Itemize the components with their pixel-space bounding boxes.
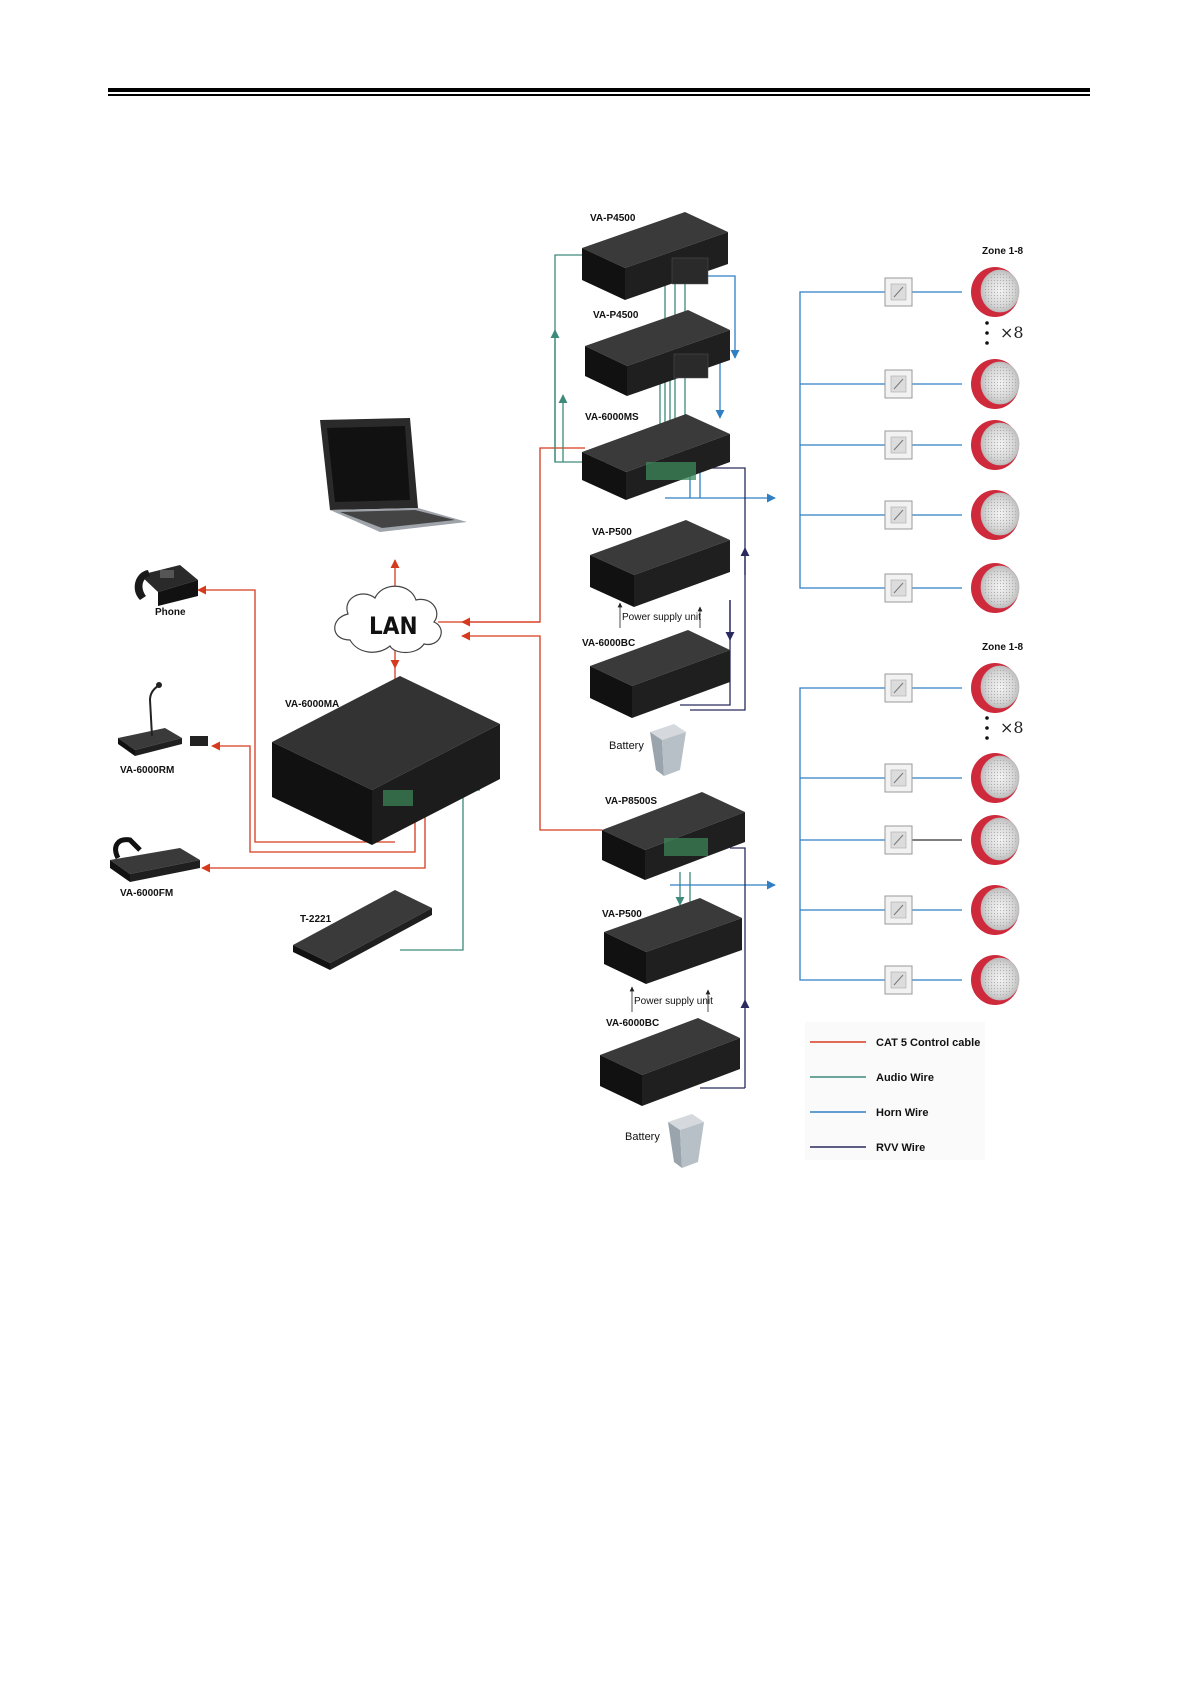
volume-control xyxy=(885,896,912,924)
label-phone: Phone xyxy=(155,607,186,618)
horn-wires xyxy=(665,276,962,980)
ceiling-speaker xyxy=(971,359,1019,409)
ceiling-speaker xyxy=(971,563,1019,613)
volume-control xyxy=(885,278,912,306)
volume-control xyxy=(885,764,912,792)
wires xyxy=(198,255,962,1088)
ceiling-speaker xyxy=(971,490,1019,540)
legend-label: CAT 5 Control cable xyxy=(876,1037,980,1049)
volume-control xyxy=(885,674,912,702)
device-va-p500-b: VA-P500 xyxy=(602,898,742,984)
battery-label-a: Battery xyxy=(609,740,644,752)
legend-label: Horn Wire xyxy=(876,1107,928,1119)
zone-multiplier-top: ×8 xyxy=(1000,323,1024,342)
zone-dots-bottom xyxy=(985,716,989,740)
label-va-p8500s: VA-P8500S xyxy=(605,796,657,807)
label-va-6000bc-b: VA-6000BC xyxy=(606,1018,659,1029)
ceiling-speaker xyxy=(971,753,1019,803)
volume-control xyxy=(885,966,912,994)
lan-label: LAN xyxy=(369,612,418,640)
device-va-p500-a: VA-P500 xyxy=(590,520,730,607)
volume-control xyxy=(885,574,912,602)
device-va-p4500-a: VA-P4500 xyxy=(582,212,728,300)
zone-label-bottom: Zone 1-8 xyxy=(982,642,1024,653)
laptop xyxy=(320,418,467,532)
phone: Phone xyxy=(135,565,198,618)
legend-label: Audio Wire xyxy=(876,1072,934,1084)
label-va-p4500-b: VA-P4500 xyxy=(593,310,639,321)
device-va-p8500s: VA-P8500S xyxy=(602,792,745,880)
label-va-p500-a: VA-P500 xyxy=(592,527,632,538)
label-va-6000bc-a: VA-6000BC xyxy=(582,638,635,649)
label-t-2221: T-2221 xyxy=(300,914,332,925)
ceiling-speaker xyxy=(971,885,1019,935)
paging-mic-fm: VA-6000FM xyxy=(110,840,200,899)
volume-control xyxy=(885,501,912,529)
zone-items xyxy=(885,267,1019,1005)
label-va-6000fm: VA-6000FM xyxy=(120,888,173,899)
volume-control xyxy=(885,826,912,854)
psu-label-a: Power supply unit xyxy=(622,612,701,623)
zone-multiplier-bottom: ×8 xyxy=(1000,718,1024,737)
ceiling-speaker xyxy=(971,267,1019,317)
volume-control xyxy=(885,431,912,459)
label-va-6000ma: VA-6000MA xyxy=(285,699,339,710)
label-va-p4500-a: VA-P4500 xyxy=(590,213,636,224)
psu-label-b: Power supply unit xyxy=(634,996,713,1007)
battery-a: Battery xyxy=(609,724,686,776)
zone-dots-top xyxy=(985,321,989,345)
lan-cloud: LAN xyxy=(335,586,441,652)
ceiling-speaker xyxy=(971,955,1019,1005)
paging-mic-rm: VA-6000RM xyxy=(118,682,208,776)
label-va-6000ms: VA-6000MS xyxy=(585,412,639,423)
ceiling-speaker xyxy=(971,815,1019,865)
legend-label: RVV Wire xyxy=(876,1142,925,1154)
label-va-p500-b: VA-P500 xyxy=(602,909,642,920)
zone-label-top: Zone 1-8 xyxy=(982,246,1024,257)
device-va-6000ma: VA-6000MA xyxy=(272,676,500,845)
device-va-6000bc-b: VA-6000BC xyxy=(600,1018,740,1106)
device-va-6000ms: VA-6000MS xyxy=(582,412,730,500)
ceiling-speaker xyxy=(971,663,1019,713)
battery-label-b: Battery xyxy=(625,1131,660,1143)
battery-b: Battery xyxy=(625,1114,704,1168)
device-t-2221: T-2221 xyxy=(293,890,432,970)
label-va-6000rm: VA-6000RM xyxy=(120,765,174,776)
device-va-p4500-b: VA-P4500 xyxy=(585,310,730,396)
ceiling-speaker xyxy=(971,420,1019,470)
volume-control xyxy=(885,370,912,398)
